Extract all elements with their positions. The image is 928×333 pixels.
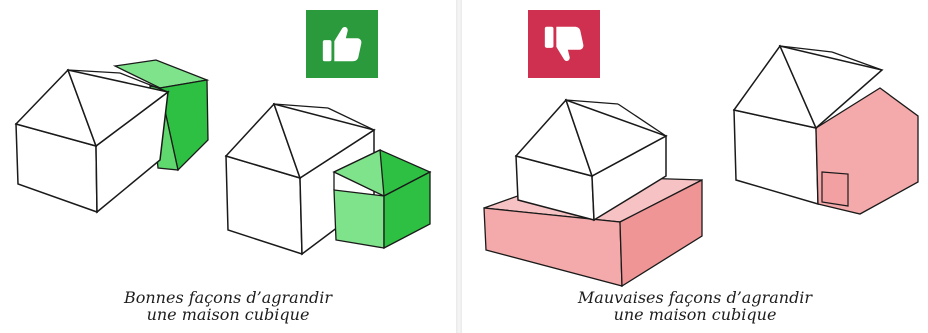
bad-badge [528,10,600,78]
house-with-gable-extension [732,44,919,215]
bad-caption-line1: Mauvaises façons d’agrandir [577,288,813,307]
good-caption-line2: une maison cubique [146,305,310,324]
bad-drawings [483,44,919,288]
good-badge [306,10,378,78]
panel-divider [456,0,462,333]
good-drawings [14,59,432,256]
house-with-front-extension [224,102,432,256]
bad-caption-line2: une maison cubique [613,305,777,324]
good-caption-line1: Bonnes façons d’agrandir [123,288,333,307]
house-on-wide-base [483,98,703,288]
thumbs-down-icon [544,26,584,62]
thumbs-up-icon [322,26,362,62]
bad-examples-panel: Mauvaises façons d’agrandir une maison c… [462,0,928,333]
house-with-side-extension [14,59,210,214]
bad-caption: Mauvaises façons d’agrandir une maison c… [462,289,928,323]
good-examples-panel: Bonnes façons d’agrandir une maison cubi… [0,0,456,333]
good-caption: Bonnes façons d’agrandir une maison cubi… [0,289,456,323]
